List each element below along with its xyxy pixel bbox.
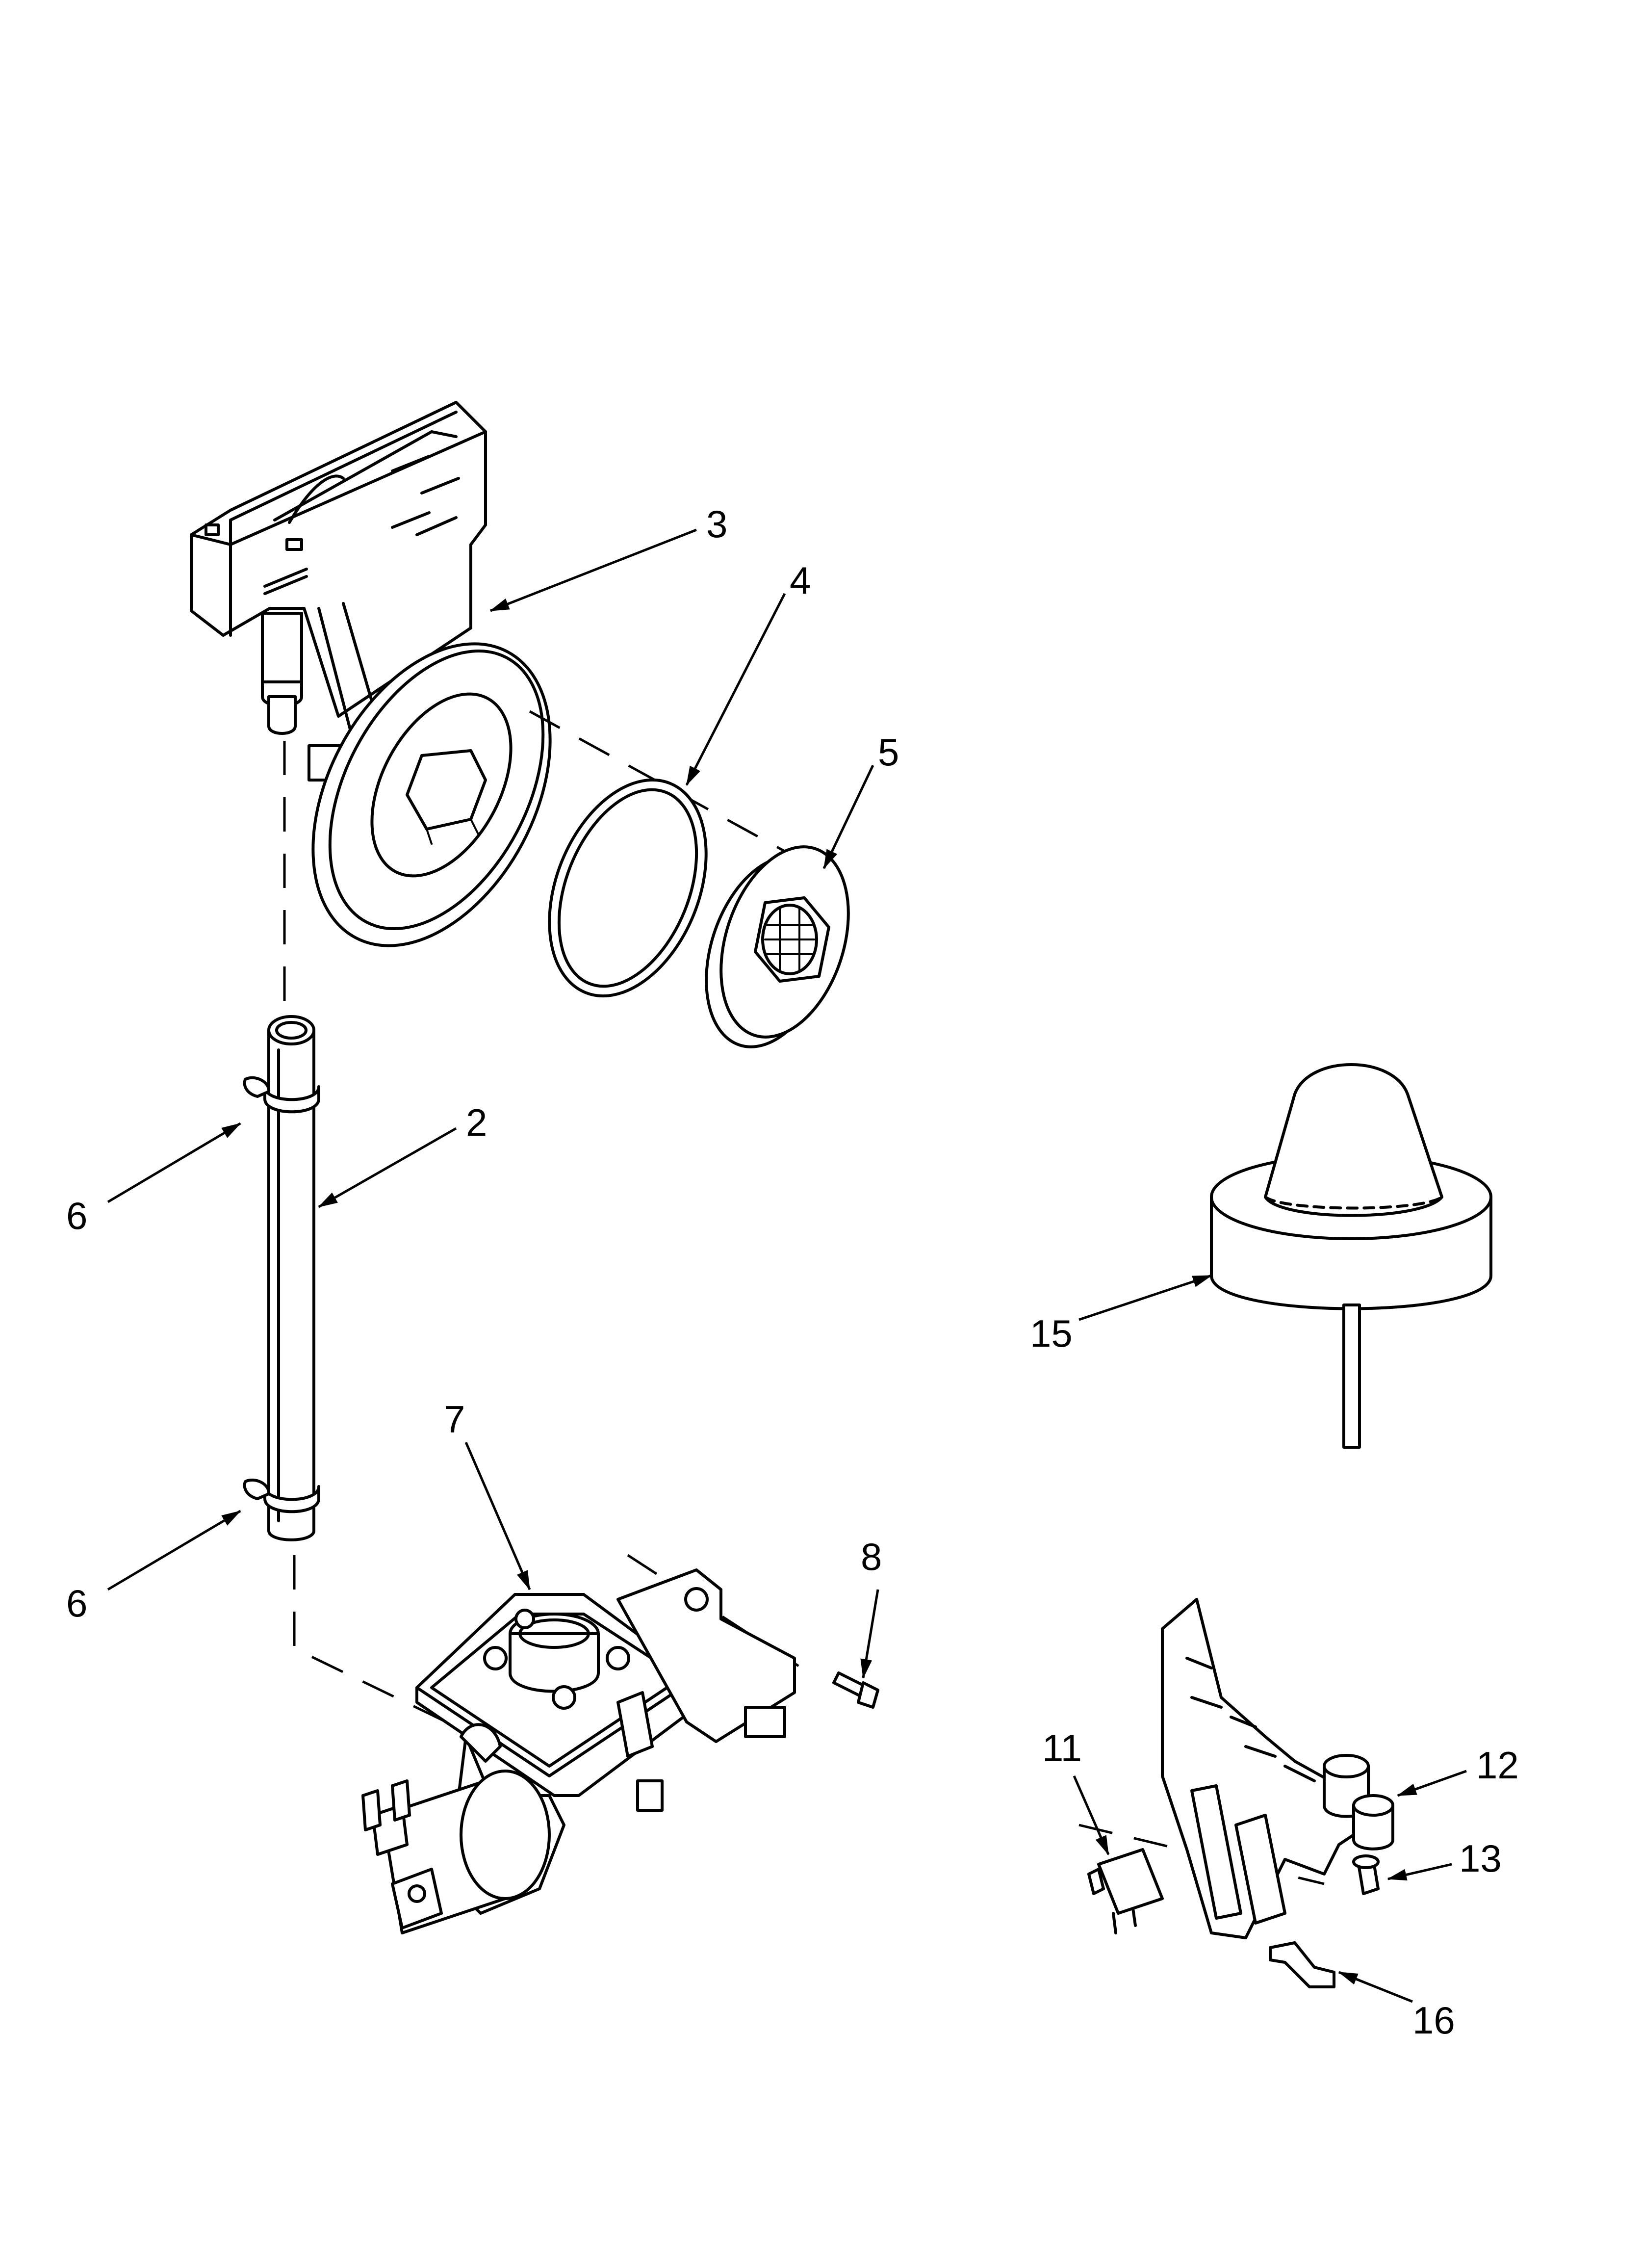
part-12-fitting — [1323, 1754, 1394, 1851]
callout-13: 13 — [1459, 1837, 1502, 1880]
callout-12: 12 — [1476, 1744, 1519, 1787]
part-11-switch — [1087, 1848, 1164, 1934]
part-15-float — [1210, 1063, 1492, 1449]
part-3-housing — [190, 401, 552, 947]
part-5-cap — [705, 845, 850, 1048]
callout-16: 16 — [1412, 1999, 1455, 2042]
callout-11: 11 — [1042, 1726, 1082, 1770]
callout-5: 5 — [878, 730, 899, 774]
callout-8: 8 — [861, 1535, 882, 1578]
callout-6-upper: 6 — [66, 1194, 87, 1237]
part-6-clamp-lower — [243, 1478, 320, 1513]
callout-2: 2 — [466, 1101, 487, 1144]
callout-6-lower: 6 — [66, 1582, 87, 1625]
callout-7: 7 — [444, 1398, 465, 1441]
part-8-screw — [832, 1671, 879, 1709]
callout-labels: 3 4 5 2 6 6 15 7 8 11 12 13 16 — [66, 502, 1519, 2042]
callout-4: 4 — [790, 559, 811, 602]
part-7-valve — [361, 1568, 796, 1934]
part-16-lever — [1269, 1941, 1335, 1988]
part-2-tube — [267, 1015, 315, 1541]
callout-3: 3 — [706, 502, 727, 546]
part-13-screw — [1352, 1854, 1380, 1895]
part-6-clamp-upper — [243, 1076, 320, 1114]
part-4-o-ring — [548, 778, 708, 998]
callout-15: 15 — [1030, 1312, 1073, 1355]
leader-lines — [107, 528, 1467, 2003]
